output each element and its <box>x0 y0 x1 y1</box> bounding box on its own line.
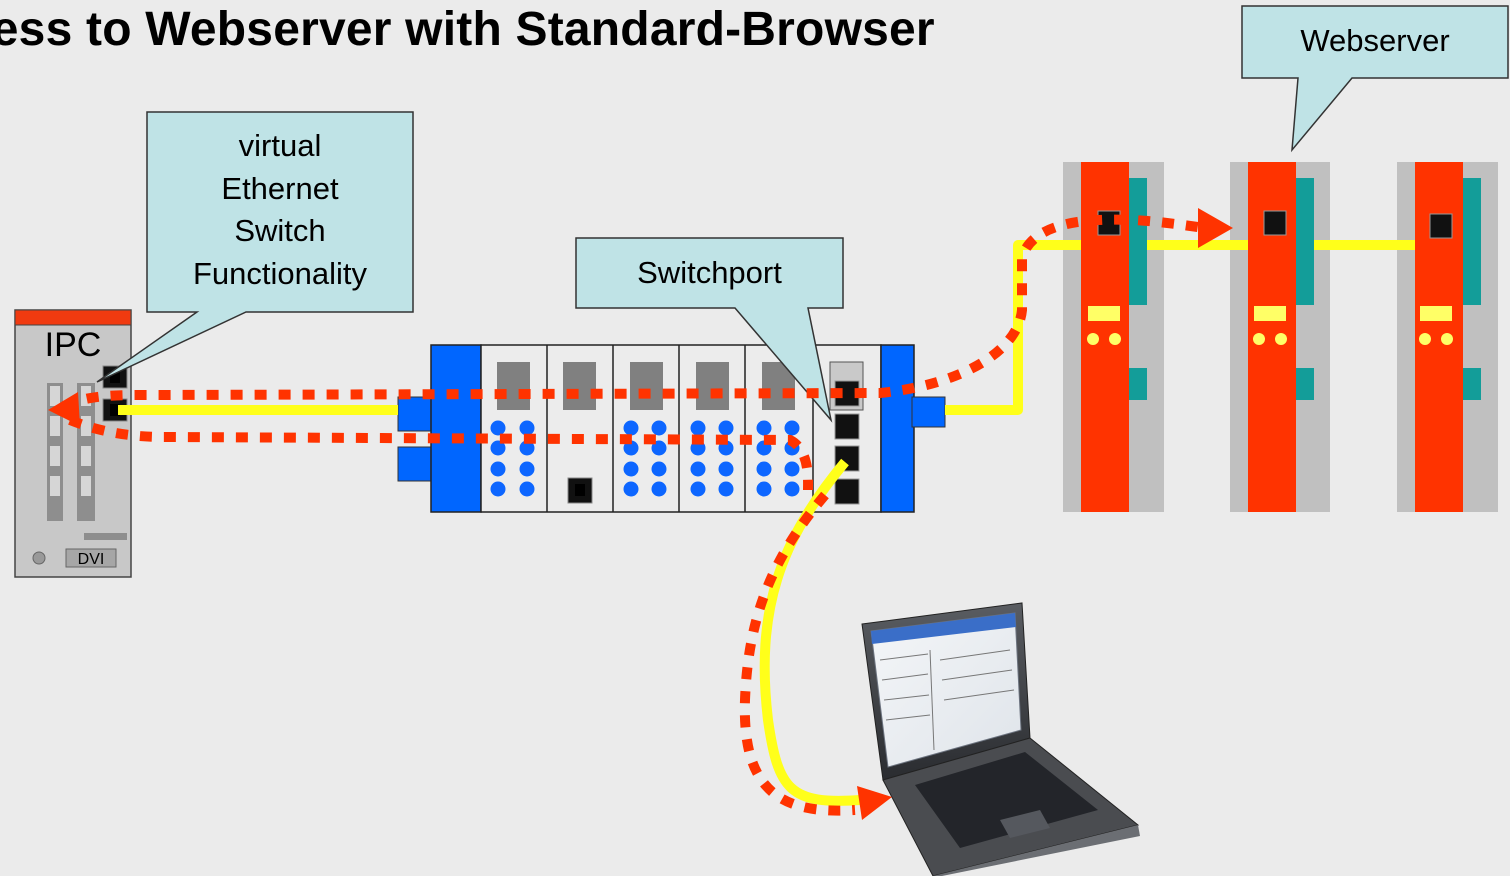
dvi-port <box>65 548 117 568</box>
path-switchport-to-laptop <box>739 491 856 816</box>
cable-switchport-to-laptop <box>759 458 861 806</box>
cable-coupler-to-webservers <box>945 240 1081 415</box>
dvi-label: DVI <box>78 551 105 568</box>
callout-virtual-switch <box>96 111 414 383</box>
callout-line: Switch <box>234 213 326 248</box>
ethernet-cables <box>118 240 1415 806</box>
ipc-label: IPC <box>45 326 102 364</box>
callout-webserver-label: Webserver <box>1300 23 1450 58</box>
callout-switchport <box>575 237 844 423</box>
path-ipc-to-webserver <box>61 214 1206 411</box>
page-title: ccess to Webserver with Standard-Browser <box>0 3 935 56</box>
arrowhead-ipc <box>48 392 80 426</box>
path-ipc-to-switchport <box>68 415 814 491</box>
webserver-modules <box>1063 162 1498 512</box>
callout-line: Functionality <box>192 255 368 291</box>
data-flow-paths <box>61 214 1206 816</box>
web-module-3 <box>1397 162 1498 512</box>
callout-webserver <box>1241 5 1509 153</box>
web-module-1 <box>1063 162 1164 512</box>
power-button-icon <box>32 551 46 565</box>
arrowhead-webserver <box>1198 208 1233 248</box>
switchport-port <box>834 413 860 440</box>
bus-terminal-strip <box>397 344 946 513</box>
callout-line: Ethernet <box>221 170 339 206</box>
callout-line: virtual <box>238 128 322 163</box>
callout-switchport-label: Switchport <box>637 255 782 290</box>
callout-virtual-switch-label: virtual Ethernet Switch Functionality <box>147 125 413 295</box>
laptop <box>861 602 1140 876</box>
arrowheads <box>48 208 1233 820</box>
arrowhead-laptop <box>857 786 892 820</box>
web-module-2 <box>1230 162 1330 512</box>
ipc-device: DVI IPC <box>14 309 132 578</box>
